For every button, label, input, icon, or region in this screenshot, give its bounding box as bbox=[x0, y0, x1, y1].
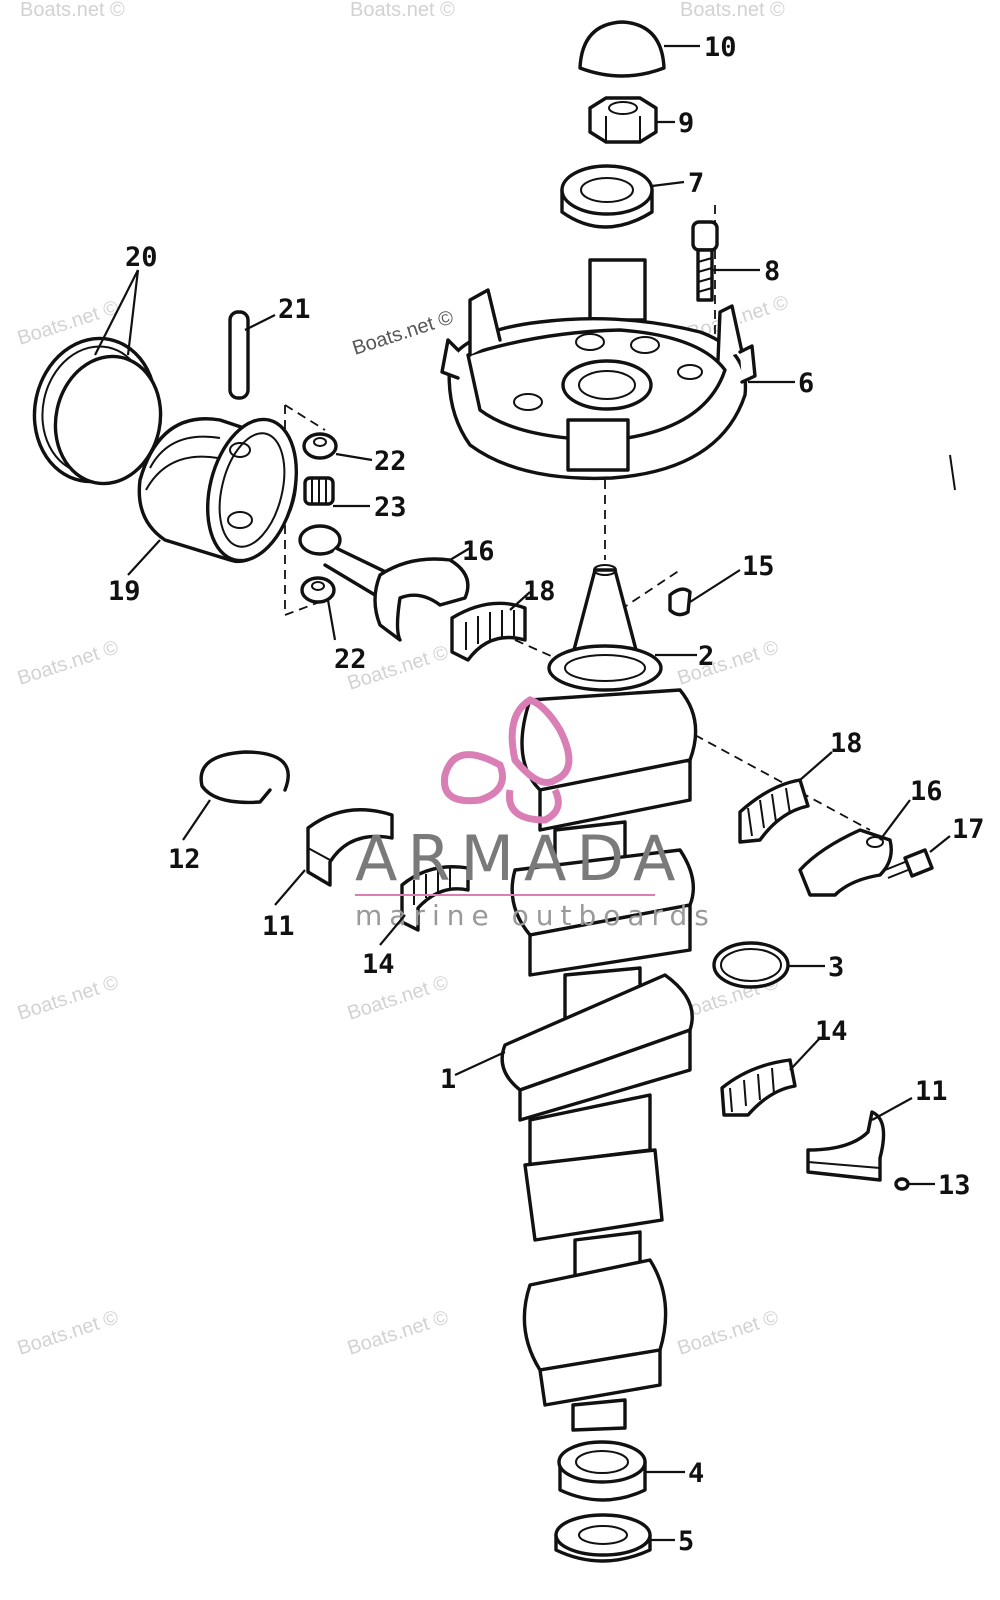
callout-23: 23 bbox=[374, 492, 407, 523]
part-17-rod-bolt bbox=[884, 848, 934, 879]
part-20-piston-rings bbox=[32, 336, 163, 486]
watermark-text: Boats.net © bbox=[350, 306, 457, 359]
part-15-key bbox=[668, 587, 692, 617]
callout-10: 10 bbox=[704, 32, 737, 63]
callout-11-right: 11 bbox=[915, 1076, 948, 1107]
callout-7: 7 bbox=[688, 168, 704, 199]
part-23-needle-bearing bbox=[303, 476, 335, 506]
callout-9: 9 bbox=[678, 108, 694, 139]
armada-tagline: marine outboards bbox=[355, 899, 716, 932]
callout-11-left: 11 bbox=[262, 911, 295, 942]
part-7-seal bbox=[560, 164, 654, 229]
callout-8: 8 bbox=[764, 256, 780, 287]
watermark-layer: Boats.net © Boats.net © Boats.net © Boat… bbox=[15, 0, 792, 1360]
part-9-nut bbox=[588, 96, 658, 144]
callout-1: 1 bbox=[440, 1064, 456, 1095]
part-13-dowel bbox=[894, 1177, 910, 1191]
callout-15: 15 bbox=[742, 551, 775, 582]
part-4-lower-bearing bbox=[557, 1440, 647, 1502]
watermark-text: Boats.net © bbox=[15, 971, 122, 1024]
part-18-bearing-cage-right bbox=[738, 778, 810, 844]
watermark-text: Boats.net © bbox=[675, 1306, 782, 1359]
callout-13: 13 bbox=[938, 1170, 971, 1201]
callout-5: 5 bbox=[678, 1526, 694, 1557]
callout-18-right: 18 bbox=[830, 728, 863, 759]
callout-labels: 10 9 7 8 6 2 15 3 14 11 13 4 5 1 18 16 1… bbox=[108, 32, 985, 1557]
part-8-screw bbox=[691, 220, 719, 302]
callout-16-left: 16 bbox=[462, 536, 495, 567]
callout-3: 3 bbox=[828, 952, 844, 983]
callout-4: 4 bbox=[688, 1458, 704, 1489]
part-3-ring bbox=[712, 941, 790, 989]
part-16-rod-cap bbox=[798, 828, 893, 897]
part-19-piston bbox=[137, 417, 299, 563]
part-12-retaining-ring bbox=[199, 750, 290, 805]
part-6-end-cap-housing bbox=[440, 258, 757, 481]
watermark-text: Boats.net © bbox=[345, 1306, 452, 1359]
part-2-bearing-race bbox=[547, 564, 663, 692]
scan-artifacts bbox=[949, 454, 956, 491]
part-21-wrist-pin bbox=[228, 310, 250, 400]
armada-logo: ARMADA marine outboards bbox=[355, 696, 716, 932]
part-10-cap bbox=[578, 20, 666, 78]
part-16-connecting-rod bbox=[298, 524, 470, 642]
callout-19: 19 bbox=[108, 576, 141, 607]
watermark-text: Boats.net © bbox=[345, 971, 452, 1024]
callout-22-bottom: 22 bbox=[334, 644, 367, 675]
part-1-crankshaft bbox=[500, 688, 698, 1432]
callout-6: 6 bbox=[798, 368, 814, 399]
watermark-text: Boats.net © bbox=[15, 1306, 122, 1359]
part-11-bearing-half-left bbox=[306, 808, 394, 887]
callout-12: 12 bbox=[168, 844, 201, 875]
part-22-washer-top bbox=[302, 432, 338, 460]
part-18-bearing-cage-upper bbox=[450, 601, 527, 662]
part-5-lower-seal bbox=[554, 1513, 652, 1563]
watermark-text: Boats.net © bbox=[680, 0, 785, 21]
callout-20: 20 bbox=[125, 242, 158, 273]
armada-wordmark: ARMADA bbox=[355, 822, 685, 895]
watermark-text: Boats.net © bbox=[675, 636, 782, 689]
watermark-text: Boats.net © bbox=[350, 0, 455, 21]
watermark-text: Boats.net © bbox=[20, 0, 125, 21]
callout-2: 2 bbox=[698, 641, 714, 672]
watermark-text: Boats.net © bbox=[15, 636, 122, 689]
callout-16-right: 16 bbox=[910, 776, 943, 807]
callout-14-right: 14 bbox=[815, 1016, 848, 1047]
part-14-bearing-cage-left bbox=[400, 865, 470, 932]
part-11-bearing-half-right bbox=[806, 1110, 886, 1182]
part-22-washer-bottom bbox=[300, 576, 336, 604]
callout-17: 17 bbox=[952, 814, 985, 845]
callout-21: 21 bbox=[278, 294, 311, 325]
callout-18-left: 18 bbox=[523, 576, 556, 607]
part-14-bearing-cage-right bbox=[720, 1058, 797, 1117]
leader-lines bbox=[94, 44, 951, 1542]
callout-22-top: 22 bbox=[374, 446, 407, 477]
callout-14-left: 14 bbox=[362, 949, 395, 980]
